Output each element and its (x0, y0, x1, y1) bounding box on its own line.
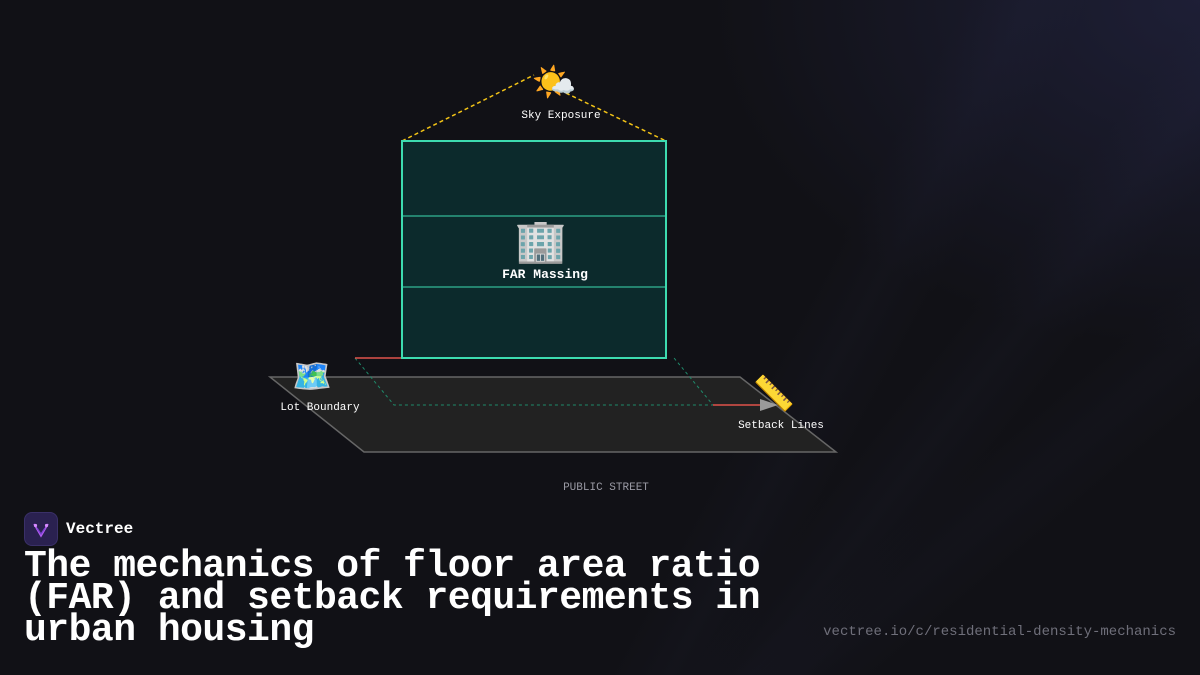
vectree-logo-icon (24, 512, 58, 546)
far-massing-label: FAR Massing (502, 267, 588, 282)
map-icon: 🗺️ (292, 360, 332, 397)
buildable-footprint-outline (354, 357, 715, 406)
lot-boundary-label: Lot Boundary (280, 402, 360, 414)
brand: Vectree (24, 512, 133, 546)
sky-exposure-line-right (546, 83, 667, 142)
brand-name: Vectree (66, 520, 134, 538)
ruler-icon: 📏 (753, 374, 795, 416)
sky-exposure-line-left (401, 74, 535, 142)
far-massing-block (401, 140, 667, 359)
sky-exposure-label: Sky Exposure (521, 110, 600, 122)
public-street-label: PUBLIC STREET (563, 482, 649, 494)
page-title: The mechanics of floor area ratio (FAR) … (24, 545, 761, 652)
setback-lines-label: Setback Lines (738, 420, 824, 432)
setback-arrowhead (760, 399, 778, 411)
cloud-icon: ☁️ (551, 77, 576, 100)
lot-parcel (267, 376, 839, 453)
building-icon: 🏢 (515, 220, 567, 268)
sun-icon: ☀️ (532, 63, 569, 102)
article-url: vectree.io/c/residential-density-mechani… (823, 624, 1176, 640)
far-setback-diagram: ☀️ ☁️ 🏢 🗺️ 📏 Sky Exposure FAR Massing Lo… (267, 63, 839, 494)
